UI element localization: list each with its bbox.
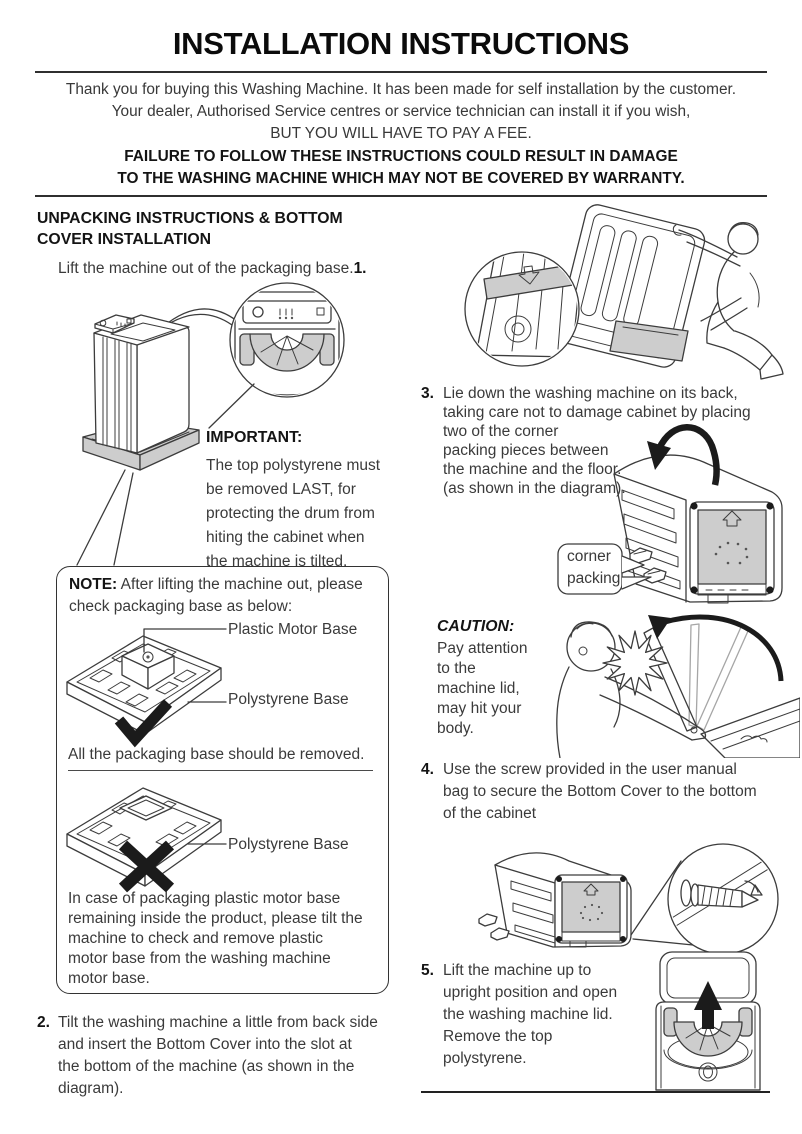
step5-text: Lift the machine up to upright position … bbox=[443, 962, 618, 1067]
intro-line: Thank you for buying this Washing Machin… bbox=[65, 81, 737, 98]
note-case-text: In case of packaging plastic motor base … bbox=[68, 890, 363, 987]
note-label: NOTE: bbox=[69, 576, 118, 593]
note-box bbox=[56, 566, 389, 994]
intro-line: Your dealer, Authorised Service centres … bbox=[111, 103, 691, 120]
bottom-cover-plate bbox=[697, 509, 767, 585]
step4-number: 4. bbox=[421, 761, 434, 778]
intro-line: BUT YOU WILL HAVE TO PAY A FEE. bbox=[270, 125, 532, 142]
step1-text: Lift the machine out of the packaging ba… bbox=[58, 260, 367, 277]
corner-packing-piece bbox=[490, 927, 510, 941]
all-removed-text: All the packaging base should be removed… bbox=[68, 746, 365, 763]
step3-machine-on-back-illustration bbox=[557, 424, 783, 604]
packaging-base-wrong-illustration bbox=[66, 787, 227, 893]
callout-wedge bbox=[630, 860, 694, 946]
top-polystyrene-detail bbox=[234, 291, 340, 396]
caution-heading: CAUTION: bbox=[437, 618, 515, 635]
swing-arc-arrow-icon bbox=[648, 614, 784, 682]
note-divider-rule bbox=[68, 770, 373, 771]
important-heading: IMPORTANT: bbox=[206, 429, 303, 446]
warning-line: TO THE WASHING MACHINE WHICH MAY NOT BE … bbox=[117, 170, 685, 187]
screw-tip bbox=[741, 890, 759, 908]
step2-text: Tilt the washing machine a little from b… bbox=[58, 1014, 378, 1097]
warning-paragraph: FAILURE TO FOLLOW THESE INSTRUCTIONS COU… bbox=[0, 146, 802, 190]
impact-starburst-icon bbox=[602, 630, 668, 696]
packaging-base-correct-illustration bbox=[66, 628, 227, 748]
tilted-machine bbox=[556, 204, 706, 368]
header-rule-bottom bbox=[35, 195, 767, 197]
step1-machine-on-base-illustration bbox=[76, 282, 345, 566]
step5-number: 5. bbox=[421, 962, 434, 979]
caution-text: Pay attention to the machine lid, may hi… bbox=[437, 640, 528, 737]
corner-packing-label: corner packing bbox=[567, 548, 621, 587]
bottom-cover-plate bbox=[561, 881, 621, 933]
screw-detail bbox=[669, 860, 776, 930]
step2-insert-bottom-cover-illustration bbox=[464, 204, 784, 380]
bottom-cover bbox=[609, 320, 689, 362]
caution-lid-hit-illustration bbox=[556, 614, 800, 758]
leader-line bbox=[113, 472, 134, 566]
top-polystyrene-piece bbox=[249, 333, 325, 372]
step3-text: Lie down the washing machine on its back… bbox=[443, 385, 751, 497]
remove-up-arrow-icon bbox=[694, 981, 722, 1029]
bottom-rule bbox=[421, 1091, 770, 1093]
step4-text: Use the screw provided in the user manua… bbox=[443, 761, 757, 822]
corner-packing-piece bbox=[478, 913, 498, 927]
step1-number: 1. bbox=[353, 260, 367, 277]
x-mark-icon bbox=[118, 840, 175, 893]
top-polystyrene-piece bbox=[673, 1021, 743, 1057]
section-heading: UNPACKING INSTRUCTIONS & BOTTOM COVER IN… bbox=[37, 210, 343, 248]
page-title: INSTALLATION INSTRUCTIONS bbox=[172, 26, 630, 61]
step4-secure-screw-illustration bbox=[478, 843, 779, 955]
leader-line bbox=[143, 628, 227, 653]
note-intro: NOTE: After lifting the machine out, ple… bbox=[69, 576, 363, 615]
intro-paragraph: Thank you for buying this Washing Machin… bbox=[0, 79, 802, 145]
rotate-down-arrow-icon bbox=[647, 424, 720, 486]
important-text: The top polystyrene must be removed LAST… bbox=[206, 457, 381, 570]
cover-slot-detail bbox=[475, 253, 578, 358]
warning-line: FAILURE TO FOLLOW THESE INSTRUCTIONS COU… bbox=[124, 148, 678, 165]
polystyrene-base-label: Polystyrene Base bbox=[228, 691, 349, 708]
header-rule-top bbox=[35, 71, 767, 73]
check-mark-icon bbox=[114, 699, 173, 748]
lid-ghost bbox=[696, 626, 749, 731]
plastic-motor-base-label: Plastic Motor Base bbox=[228, 621, 358, 638]
step2-number: 2. bbox=[37, 1014, 50, 1031]
tilted-machine-edge bbox=[700, 697, 800, 758]
step3-number: 3. bbox=[421, 385, 434, 402]
polystyrene-base-label-2: Polystyrene Base bbox=[228, 836, 349, 853]
person-hit bbox=[556, 621, 707, 758]
person-kneeling bbox=[672, 222, 784, 380]
step5-remove-top-polystyrene-illustration bbox=[655, 951, 761, 1091]
leader-line bbox=[208, 383, 255, 429]
leader-line bbox=[76, 469, 126, 566]
